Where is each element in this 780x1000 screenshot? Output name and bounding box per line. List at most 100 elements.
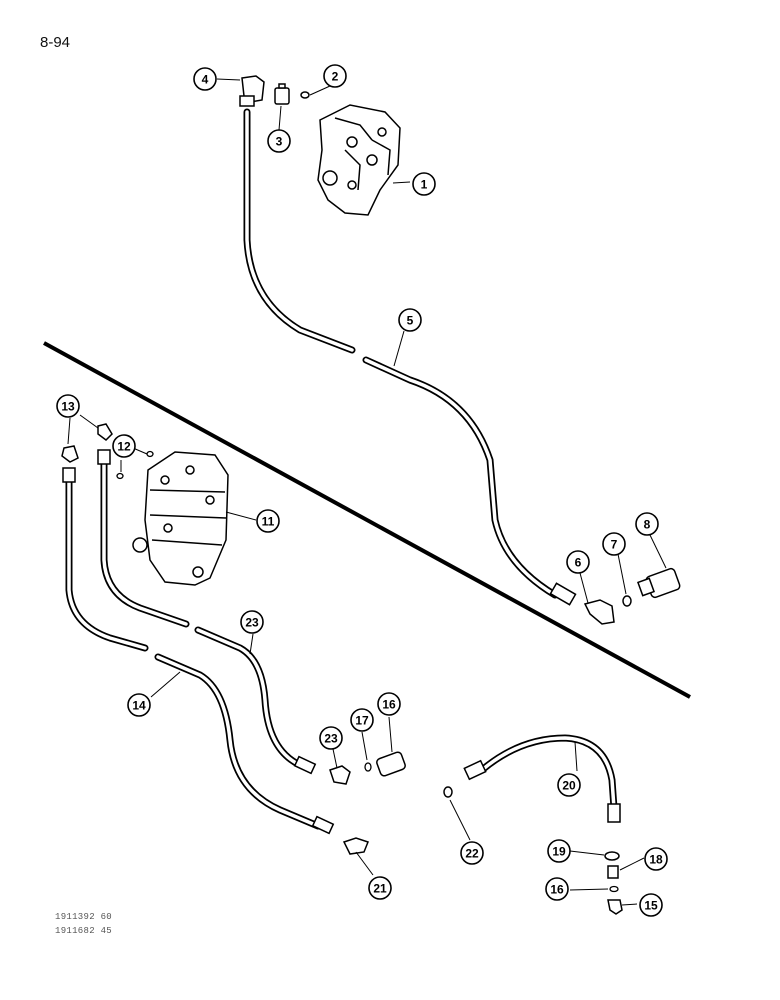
elbow-fittings-13 <box>61 423 113 463</box>
elbow-fitting-21 <box>342 837 369 855</box>
hose-end-fitting-23-right-bottom <box>293 755 317 775</box>
callout-1: 1 <box>412 172 436 196</box>
callout-circle <box>240 610 264 634</box>
page-number: 8-94 <box>40 34 71 51</box>
callout-circle <box>350 708 374 732</box>
o-ring-12a <box>146 450 154 458</box>
quick-coupler-14 <box>376 751 406 777</box>
callout-3: 3 <box>267 129 291 153</box>
callout-number: 23 <box>324 732 338 746</box>
callout-23: 23 <box>240 610 264 634</box>
callout-11: 11 <box>256 509 280 533</box>
callout-number: 5 <box>407 314 414 328</box>
callout-number: 1 <box>421 178 428 192</box>
callout-14: 14 <box>127 693 151 717</box>
callout-circle <box>193 67 217 91</box>
callout-number: 20 <box>562 779 576 793</box>
callout-number: 8 <box>644 518 651 532</box>
adapter-18 <box>607 865 619 879</box>
hose-20 <box>478 734 618 812</box>
callout-circle <box>127 693 151 717</box>
callout-number: 4 <box>202 73 209 87</box>
callout-number: 11 <box>262 515 275 529</box>
control-valve-upper <box>317 104 401 216</box>
callout-number: 22 <box>465 847 479 861</box>
o-ring-2 <box>300 91 310 99</box>
o-ring-12b <box>116 472 124 480</box>
plug-15 <box>607 899 623 915</box>
callout-19: 19 <box>547 839 571 863</box>
hose-23-left <box>65 474 322 830</box>
callout-number: 21 <box>373 882 387 896</box>
hose-23-right <box>100 456 304 769</box>
callout-number: 3 <box>276 135 283 149</box>
callout-8: 8 <box>635 512 659 536</box>
callout-circle <box>323 64 347 88</box>
callout-number: 18 <box>649 853 663 867</box>
callout-circle <box>460 841 484 865</box>
callout-circle <box>398 308 422 332</box>
elbow-fitting-6 <box>583 599 615 625</box>
callout-number: 13 <box>61 400 75 414</box>
callout-7: 7 <box>602 532 626 556</box>
callout-22: 22 <box>460 841 484 865</box>
callout-circle <box>635 512 659 536</box>
hose-end-fitting-20-left <box>463 759 487 781</box>
callout-number: 14 <box>132 699 146 713</box>
hose-end-fitting-23-left-bottom <box>311 815 335 835</box>
callout-circle <box>377 692 401 716</box>
callout-circle <box>566 550 590 574</box>
control-valve-lower <box>132 451 229 586</box>
callout-18: 18 <box>644 847 668 871</box>
callout-circle <box>602 532 626 556</box>
callout-5: 5 <box>398 308 422 332</box>
reference-code-1: 1911392 60 <box>55 912 113 922</box>
callout-circle <box>557 773 581 797</box>
callout-circle <box>545 877 569 901</box>
callout-circle <box>644 847 668 871</box>
callout-23: 23 <box>319 726 343 750</box>
callout-circle <box>368 876 392 900</box>
washer-22 <box>443 786 453 798</box>
quick-coupler-8 <box>637 567 681 599</box>
o-ring-16b <box>609 885 619 893</box>
hose-end-fitting-23-right-top <box>97 449 111 465</box>
callout-circle <box>267 129 291 153</box>
hose-end-fitting-20-right <box>607 803 621 823</box>
callout-circle <box>112 434 136 458</box>
callout-number: 6 <box>575 556 582 570</box>
callout-leaders <box>67 78 667 906</box>
elbow-fitting-17 <box>329 765 351 785</box>
callout-circle <box>319 726 343 750</box>
callout-number: 19 <box>552 845 566 859</box>
o-ring-7 <box>622 595 632 607</box>
callout-number: 15 <box>644 899 658 913</box>
callout-6: 6 <box>566 550 590 574</box>
callout-16: 16 <box>377 692 401 716</box>
callout-circle <box>56 394 80 418</box>
callout-circle <box>412 172 436 196</box>
callout-21: 21 <box>368 876 392 900</box>
hose-end-fitting-23-left-top <box>62 467 76 483</box>
callout-number: 7 <box>611 538 618 552</box>
callout-number: 16 <box>382 698 396 712</box>
callout-15: 15 <box>639 893 663 917</box>
callout-13: 13 <box>56 394 80 418</box>
adapter-fitting-3 <box>274 83 290 105</box>
callout-16: 16 <box>545 877 569 901</box>
callout-17: 17 <box>350 708 374 732</box>
callout-4: 4 <box>193 67 217 91</box>
callout-20: 20 <box>557 773 581 797</box>
callout-circle <box>256 509 280 533</box>
callout-circle <box>547 839 571 863</box>
hose-end-fitting-5 <box>549 582 577 606</box>
callout-number: 12 <box>117 440 131 454</box>
washer-19 <box>604 851 620 861</box>
reference-code-2: 1911682 45 <box>55 926 113 936</box>
callout-number: 2 <box>332 70 339 84</box>
hose-5 <box>243 108 559 599</box>
callout-number: 17 <box>355 714 369 728</box>
elbow-fitting-upper <box>239 75 265 107</box>
separator-line <box>43 341 691 699</box>
